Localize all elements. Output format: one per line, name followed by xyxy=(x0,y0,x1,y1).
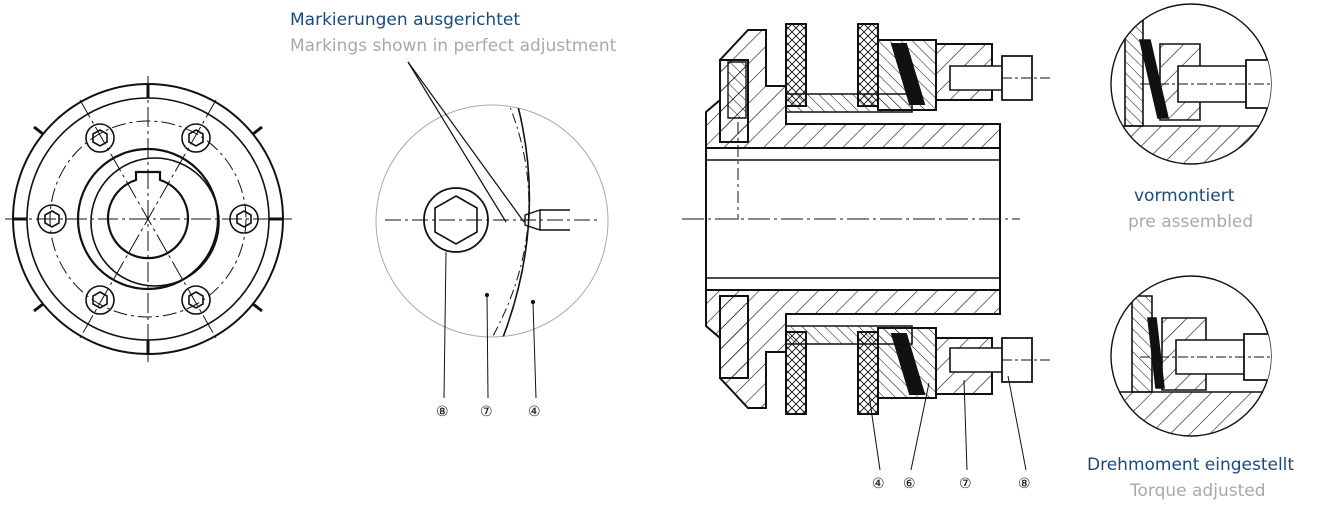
detail-part-number-8: ⑧ xyxy=(436,404,449,420)
hex-socket xyxy=(435,196,477,244)
bore-keyway xyxy=(108,172,188,258)
detail-part-number-4: ④ xyxy=(528,404,541,420)
front-view xyxy=(5,76,292,362)
section-part-number-7: ⑦ xyxy=(959,476,972,492)
preassembled-caption-en: pre assembled xyxy=(1128,212,1254,232)
markings-caption-de: Markierungen ausgerichtet xyxy=(290,10,520,30)
torque-caption-en: Torque adjusted xyxy=(1130,481,1266,501)
screw-head xyxy=(424,188,488,252)
hub-inner-circle xyxy=(91,158,219,286)
section-view xyxy=(682,24,1050,470)
markings-caption-en: Markings shown in perfect adjustment xyxy=(290,36,617,56)
detail-boundary xyxy=(376,105,608,337)
section-part-number-6: ⑥ xyxy=(903,476,916,492)
torque-adjusted-detail xyxy=(1100,276,1280,442)
preassembled-detail xyxy=(1100,4,1280,176)
torque-caption-de: Drehmoment eingestellt xyxy=(1087,455,1295,475)
section-part-number-4: ④ xyxy=(872,476,885,492)
section-part-number-8: ⑧ xyxy=(1018,476,1031,492)
leader-line-1 xyxy=(408,62,506,222)
preassembled-caption-de: vormontiert xyxy=(1134,186,1235,206)
detail-part-number-7: ⑦ xyxy=(480,404,493,420)
marking-detail xyxy=(376,62,627,398)
leader-line-2 xyxy=(408,62,524,222)
